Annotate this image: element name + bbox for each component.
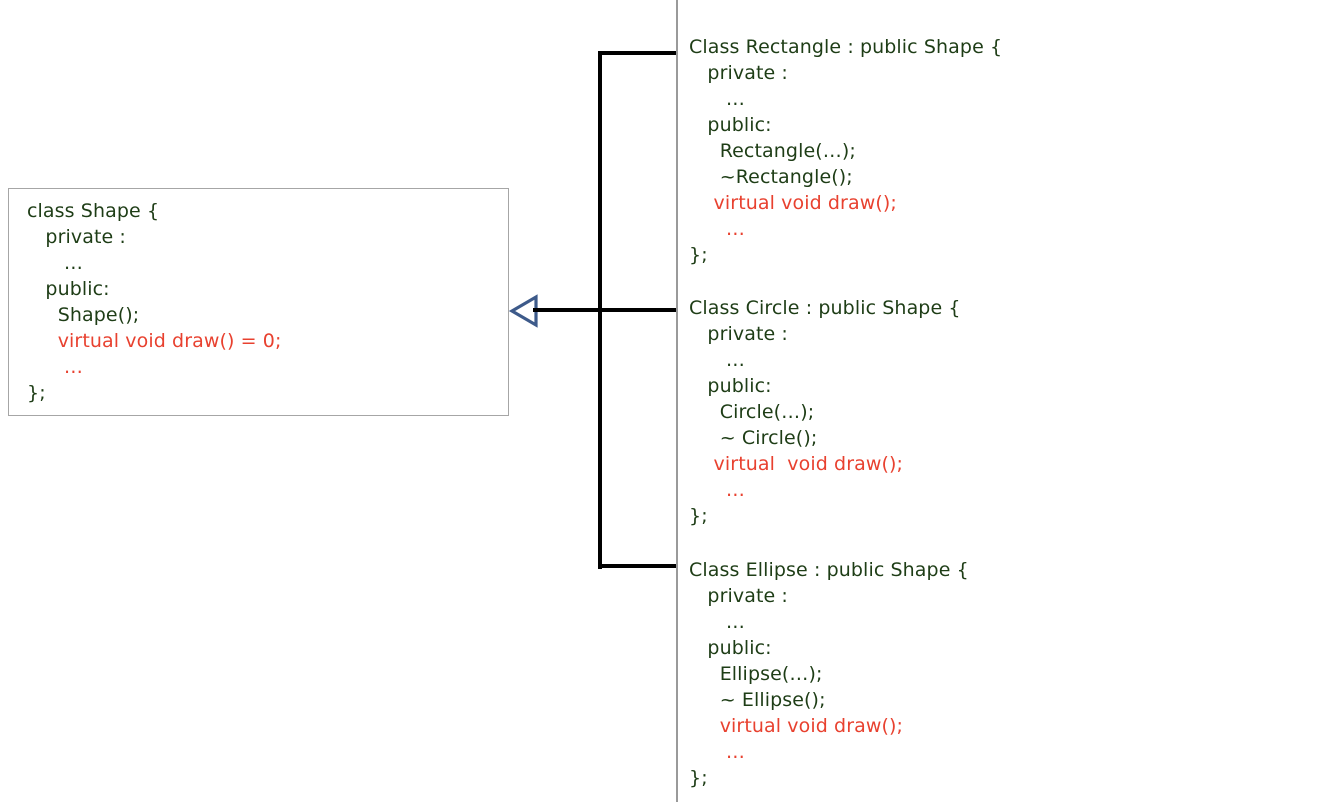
base-class-line-4: Shape();	[27, 304, 140, 326]
derived-ellipse-line-4: Ellipse(…);	[689, 663, 823, 685]
base-class-line-2: …	[27, 252, 83, 274]
derived-rectangle-line-2: …	[689, 88, 745, 110]
derived-ellipse-line-7: …	[689, 741, 745, 763]
base-class-line-6: …	[27, 356, 83, 378]
base-class-line-1: private :	[27, 226, 126, 248]
derived-rectangle-line-4: Rectangle(…);	[689, 140, 856, 162]
derived-ellipse-line-5: ~ Ellipse();	[689, 689, 826, 711]
derived-circle-line-3: public:	[689, 375, 772, 397]
derived-ellipse-line-2: …	[689, 611, 745, 633]
base-class-line-7: };	[27, 382, 46, 404]
derived-ellipse-line-3: public:	[689, 637, 772, 659]
derived-circle-line-0: Class Circle : public Shape {	[689, 297, 961, 319]
connector-branch-middle	[533, 308, 678, 312]
derived-circle-line-4: Circle(…);	[689, 401, 815, 423]
derived-circle-line-7: …	[689, 479, 745, 501]
base-class-line-0: class Shape {	[27, 200, 160, 222]
derived-circle-line-1: private :	[689, 323, 788, 345]
derived-rectangle-line-7: …	[689, 218, 745, 240]
connector-branch-bottom	[598, 564, 678, 568]
derived-rectangle-line-0: Class Rectangle : public Shape {	[689, 36, 1003, 58]
base-class-line-5: virtual void draw() = 0;	[27, 330, 282, 352]
derived-ellipse-line-8: };	[689, 767, 708, 789]
derived-circle-line-8: };	[689, 505, 708, 527]
page-divider-line	[676, 0, 678, 802]
connector-branch-top	[598, 51, 678, 55]
derived-class-block-ellipse: Class Ellipse : public Shape { private :…	[689, 557, 969, 791]
base-class-code: class Shape { private : … public: Shape(…	[27, 198, 282, 406]
derived-rectangle-line-5: ~Rectangle();	[689, 166, 853, 188]
derived-circle-line-6: virtual void draw();	[689, 453, 904, 475]
derived-ellipse-line-1: private :	[689, 585, 788, 607]
derived-circle-line-2: …	[689, 349, 745, 371]
base-class-box-shape: class Shape { private : … public: Shape(…	[8, 188, 509, 416]
derived-rectangle-line-1: private :	[689, 62, 788, 84]
connector-vertical-spine	[598, 53, 602, 569]
derived-circle-line-5: ~ Circle();	[689, 427, 818, 449]
derived-rectangle-line-3: public:	[689, 114, 772, 136]
derived-class-block-circle: Class Circle : public Shape { private : …	[689, 295, 961, 529]
derived-rectangle-line-6: virtual void draw();	[689, 192, 897, 214]
base-class-line-3: public:	[27, 278, 110, 300]
derived-rectangle-line-8: };	[689, 244, 708, 266]
derived-ellipse-line-0: Class Ellipse : public Shape {	[689, 559, 969, 581]
derived-class-block-rectangle: Class Rectangle : public Shape { private…	[689, 34, 1002, 268]
derived-ellipse-line-6: virtual void draw();	[689, 715, 904, 737]
